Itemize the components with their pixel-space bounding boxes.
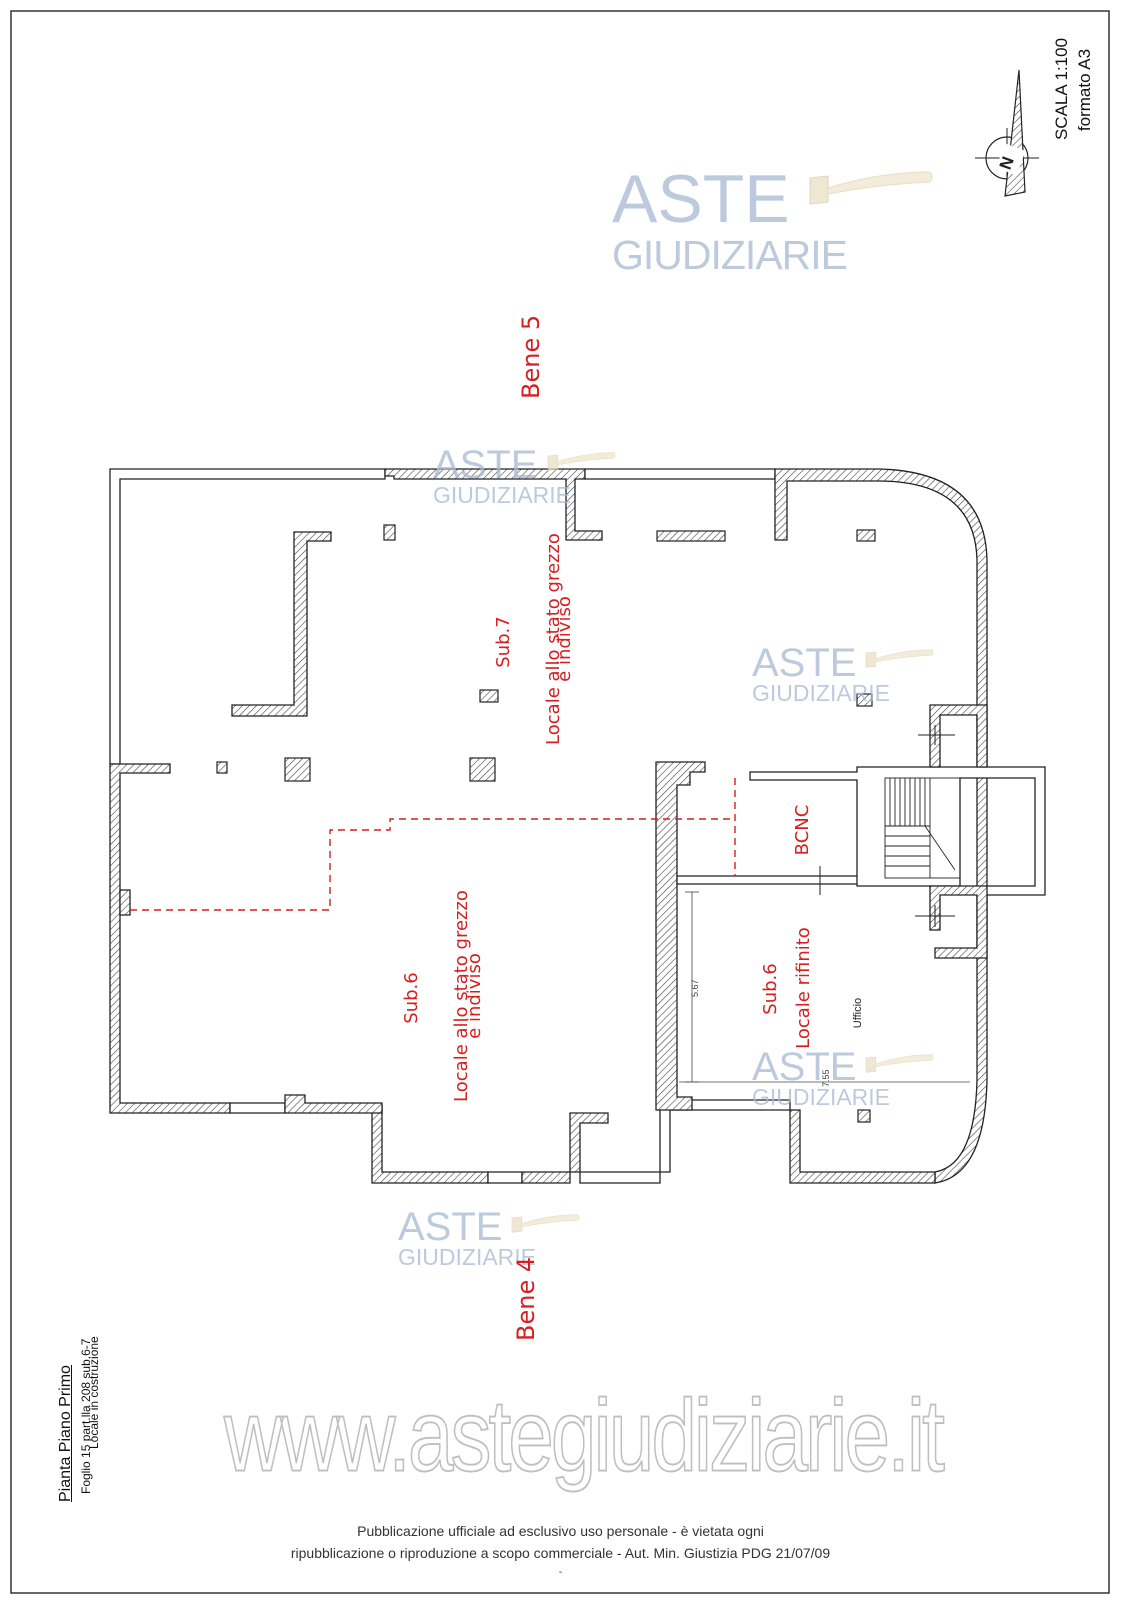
bene5-label: Bene 5	[517, 314, 545, 399]
sub7-description-2: e indiviso	[554, 596, 575, 682]
svg-text:ASTE: ASTE	[398, 1205, 502, 1249]
svg-text:GIUDIZIARIE: GIUDIZIARIE	[612, 232, 847, 278]
url-watermark: www.astegiudiziarie.it	[223, 1378, 945, 1494]
aste-logo-watermark: ASTE GIUDIZIARIE	[752, 1045, 934, 1110]
pillars	[216, 524, 876, 1123]
drawing-title: Pianta Piano Primo	[57, 1365, 74, 1502]
aste-logo-watermark: ASTE GIUDIZIARIE	[433, 443, 616, 508]
dimension-label-b: 7.55	[821, 1069, 831, 1087]
compass-letter: N	[996, 154, 1018, 172]
boundary-lines	[130, 778, 736, 911]
footer-line-2: ripubblicazione o riproduzione a scopo c…	[290, 1545, 831, 1561]
footer-line-1: Pubblicazione ufficiale ad esclusivo uso…	[357, 1523, 764, 1539]
sub6-finished-description: Locale rifinito	[793, 927, 814, 1049]
svg-text:ASTE: ASTE	[752, 1045, 856, 1089]
svg-text:GIUDIZIARIE: GIUDIZIARIE	[433, 482, 571, 508]
aste-logo-watermark: ASTE GIUDIZIARIE	[612, 161, 933, 278]
svg-text:ASTE: ASTE	[752, 641, 856, 685]
sub7-title: Sub.7	[493, 616, 514, 668]
page-border	[10, 10, 1110, 1594]
footer-line-3: -	[558, 1567, 563, 1578]
room-name-ufficio: Ufficio	[852, 997, 864, 1029]
door-marks	[819, 725, 955, 927]
aste-logo-watermark: ASTE GIUDIZIARIE	[752, 641, 934, 706]
drawing-note: Locale in costruzione	[87, 1336, 101, 1449]
building-walls	[109, 468, 1046, 1184]
bene4-label: Bene 4	[512, 1256, 540, 1341]
svg-text:GIUDIZIARIE: GIUDIZIARIE	[398, 1244, 536, 1270]
dimension-lines	[679, 891, 970, 1083]
aste-logo-watermark: ASTE GIUDIZIARIE	[398, 1205, 580, 1270]
scale-label: SCALA 1:100	[1052, 37, 1071, 141]
bcnc-label: BCNC	[792, 804, 813, 856]
sub6-finished-title: Sub.6	[760, 963, 781, 1015]
sub6-title: Sub.6	[401, 972, 422, 1024]
north-arrow-icon	[975, 69, 1039, 197]
svg-text:GIUDIZIARIE: GIUDIZIARIE	[752, 1084, 890, 1110]
sub6-description-2: e indiviso	[464, 953, 485, 1039]
stair-treads	[884, 777, 961, 879]
svg-text:ASTE: ASTE	[433, 443, 537, 487]
svg-text:GIUDIZIARIE: GIUDIZIARIE	[752, 680, 890, 706]
svg-text:ASTE: ASTE	[612, 161, 790, 237]
format-label: formato A3	[1075, 48, 1094, 132]
dimension-label-a: 5.67	[690, 979, 700, 997]
